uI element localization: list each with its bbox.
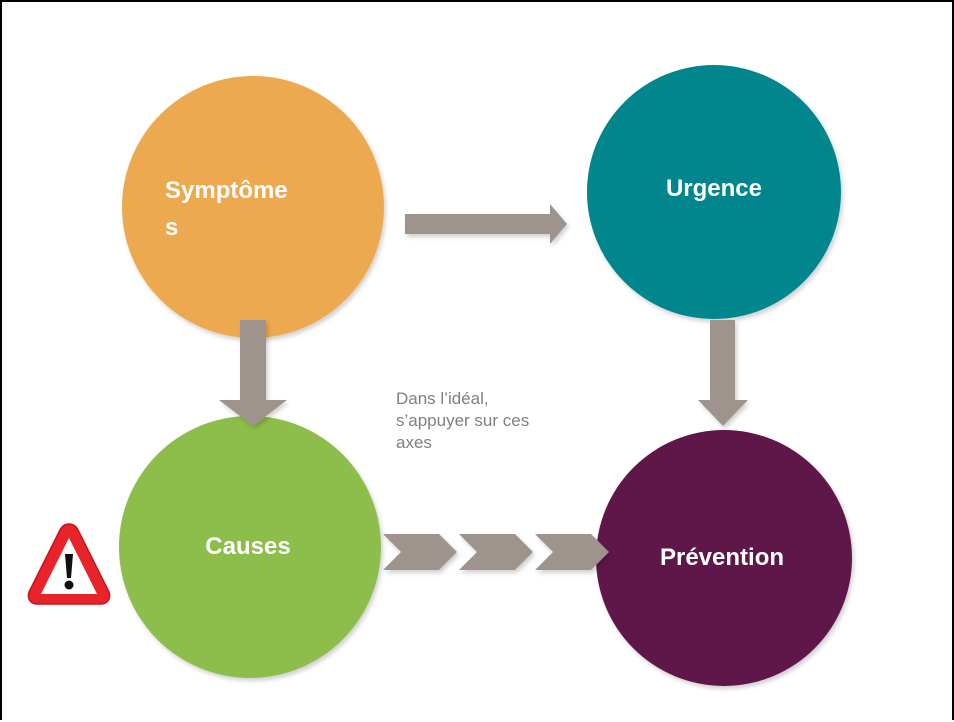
symptomes-label-line2: s [165,214,178,241]
arrow-urgence-to-prevention [698,320,748,426]
chevron-1 [383,534,457,570]
prevention-label: Prévention [660,544,784,571]
symptomes-label-line1: Symptôme [165,177,288,204]
warning-triangle-icon [27,523,111,605]
chevron-2 [459,534,533,570]
chevron-3 [535,534,609,570]
node-prevention: Prévention [596,430,852,686]
node-causes: Causes [119,416,381,678]
urgence-label: Urgence [666,175,762,202]
arrow-symptomes-to-urgence [405,204,567,244]
urgence-circle [587,65,841,319]
note-text: Dans l’idéal, s’appuyer sur ces axes [396,389,530,452]
arrow-symptomes-to-causes [219,320,287,426]
node-urgence: Urgence [587,65,841,319]
causes-label: Causes [205,533,290,560]
prevention-circle [596,430,852,686]
symptomes-circle [122,76,384,338]
chevron-process-arrow [383,534,609,570]
causes-circle [119,416,381,678]
node-symptomes: Symptôme s [122,76,384,338]
